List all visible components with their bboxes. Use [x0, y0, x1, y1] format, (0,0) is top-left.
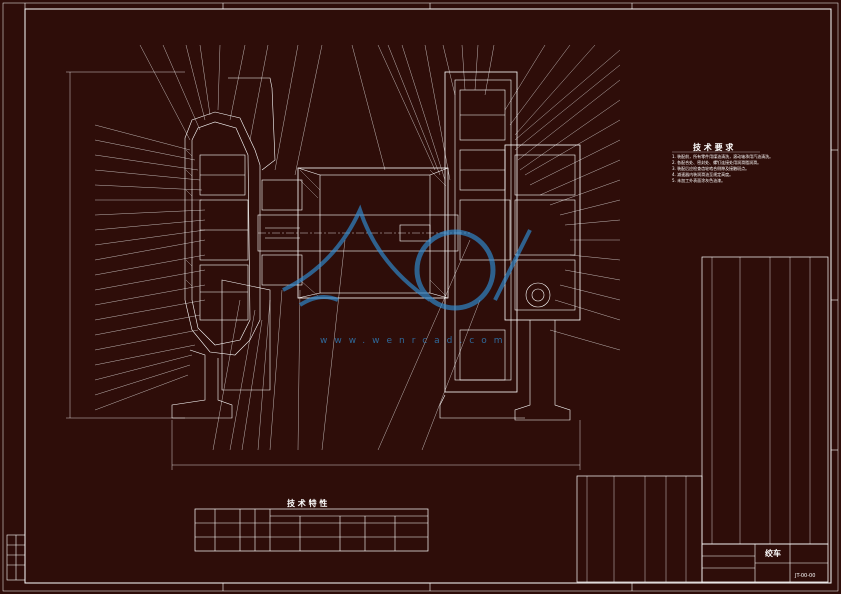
title-block-drawing-no: JT-00-00	[794, 573, 815, 579]
technical-requirements-title: 技 术 要 求	[693, 142, 734, 152]
tech-characteristics-table	[194, 508, 429, 552]
left-reducer-housing	[171, 77, 303, 419]
title-block-label: 绞车	[765, 548, 781, 558]
tech-table-title: 技 术 特 性	[287, 498, 327, 508]
note-4: 4. 减速器内装润滑油至规定高度。	[672, 171, 733, 177]
right-leaders	[514, 49, 621, 351]
note-3: 3. 装配后应检查齿轮啮合侧隙及接触斑点。	[672, 165, 749, 171]
note-2: 2. 各配合处、密封处、螺钉连接处用润滑脂润滑。	[672, 159, 761, 165]
section-hatching	[185, 149, 447, 297]
bottom-leaders	[212, 239, 481, 451]
parts-list-left	[576, 475, 703, 583]
watermark-logo	[282, 204, 532, 311]
archive-stamp	[6, 534, 26, 581]
top-leaders	[139, 44, 596, 181]
inner-border	[24, 8, 832, 584]
note-5: 5. 未加工外表面涂灰色油漆。	[672, 177, 725, 183]
note-1: 1. 装配前，所有零件用煤油清洗，滚动轴承用汽油清洗。	[672, 153, 773, 159]
title-block	[701, 543, 829, 583]
left-leaders	[94, 124, 206, 411]
watermark-text: www.wenrcad.com	[320, 336, 509, 346]
dimension-lines	[66, 71, 581, 470]
